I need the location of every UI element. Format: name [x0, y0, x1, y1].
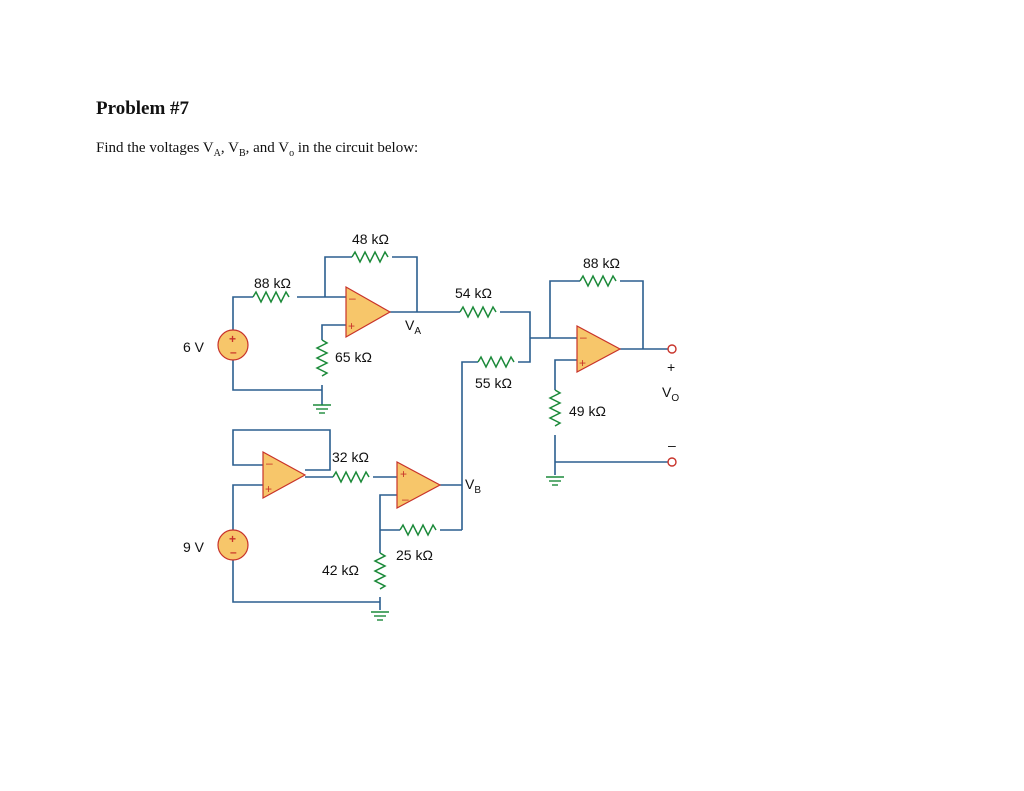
- opamp-3-minus: –: [402, 492, 409, 506]
- stage-1: – + + – 6 V 48 kΩ 88 kΩ 65 kΩ VA: [183, 231, 460, 414]
- source-6v-plus: +: [229, 332, 236, 346]
- prompt-sub-b: B: [238, 148, 246, 159]
- opamp-2: [262, 450, 307, 500]
- opamp-3-plus: +: [400, 467, 407, 481]
- voltage-source-6v: [217, 329, 249, 361]
- output-terminal-plus: [667, 344, 677, 354]
- wire-feedback-88k: [549, 280, 644, 349]
- vo-plus-sign: +: [667, 359, 675, 375]
- prompt-sub-a: A: [213, 148, 221, 159]
- resistor-88k-1: [252, 291, 290, 303]
- wire-6v-top: [232, 296, 253, 330]
- prompt-sep-2: , and V: [245, 140, 290, 156]
- wire-vb-up: [461, 361, 478, 530]
- label-48k: 48 kΩ: [352, 231, 389, 247]
- wire-9v-top: [232, 484, 263, 530]
- resistor-65k: [316, 339, 328, 377]
- prompt-end: in the circuit below:: [294, 140, 419, 156]
- wire-54k-in: [500, 311, 531, 363]
- ground-symbol-2: [370, 611, 390, 621]
- label-6v: 6 V: [183, 339, 205, 355]
- wire-9v-bottom: [232, 560, 380, 603]
- opamp-4-plus: +: [579, 356, 586, 370]
- opamp-1-plus: +: [348, 319, 355, 333]
- resistor-42k: [374, 552, 386, 590]
- label-55k: 55 kΩ: [475, 375, 512, 391]
- stage-2: – + + – + – 9 V 32 kΩ 25 kΩ 42 kΩ VB: [183, 429, 481, 621]
- output-terminal-minus: [667, 457, 677, 467]
- label-65k: 65 kΩ: [335, 349, 372, 365]
- opamp-1-minus: –: [349, 291, 356, 305]
- resistor-25k: [399, 524, 437, 536]
- vo-minus-sign: –: [668, 437, 676, 453]
- ground-symbol-3: [545, 476, 565, 486]
- label-vb: VB: [465, 476, 481, 496]
- wire-feedback-48k: [324, 256, 418, 312]
- prompt-sub-o: o: [289, 148, 295, 159]
- resistor-88k-2: [579, 275, 617, 287]
- label-va: VA: [405, 317, 421, 337]
- label-88k-2: 88 kΩ: [583, 255, 620, 271]
- source-6v-minus: –: [230, 345, 237, 359]
- resistor-49k: [549, 389, 561, 427]
- wire-noninv-65k: [321, 324, 346, 405]
- opamp-4: [576, 324, 622, 374]
- opamp-2-plus: +: [265, 482, 272, 496]
- opamp-3: [396, 460, 442, 510]
- problem-title: Problem #7: [96, 98, 190, 119]
- wire-6v-bottom: [232, 360, 322, 391]
- opamp-4-minus: –: [580, 330, 587, 344]
- wire-inv-25k-42k: [379, 494, 400, 610]
- label-49k: 49 kΩ: [569, 403, 606, 419]
- prompt-start: Find the voltages V: [96, 140, 214, 156]
- resistor-48k: [351, 251, 389, 263]
- label-54k: 54 kΩ: [455, 285, 492, 301]
- label-9v: 9 V: [183, 539, 205, 555]
- prompt-sep-1: , V: [220, 140, 239, 156]
- resistor-54k: [459, 306, 497, 318]
- voltage-source-9v: [217, 529, 249, 561]
- label-vo: VO: [662, 384, 679, 404]
- stage-3: – + 54 kΩ 55 kΩ 88 kΩ 49 kΩ + VO –: [455, 255, 679, 530]
- label-32k: 32 kΩ: [332, 449, 369, 465]
- wire-follower-feedback: [232, 429, 331, 471]
- resistor-32k: [332, 471, 370, 483]
- label-88k-1: 88 kΩ: [254, 275, 291, 291]
- label-25k: 25 kΩ: [396, 547, 433, 563]
- opamp-2-minus: –: [266, 456, 273, 470]
- wire-noninv-49k: [554, 359, 577, 475]
- source-9v-minus: –: [230, 545, 237, 559]
- source-9v-plus: +: [229, 532, 236, 546]
- opamp-1: [345, 285, 392, 339]
- label-42k: 42 kΩ: [322, 562, 359, 578]
- ground-symbol-1: [312, 404, 332, 414]
- resistor-55k: [477, 356, 515, 368]
- problem-prompt: Find the voltages VA, VB, and Vo in the …: [96, 140, 418, 159]
